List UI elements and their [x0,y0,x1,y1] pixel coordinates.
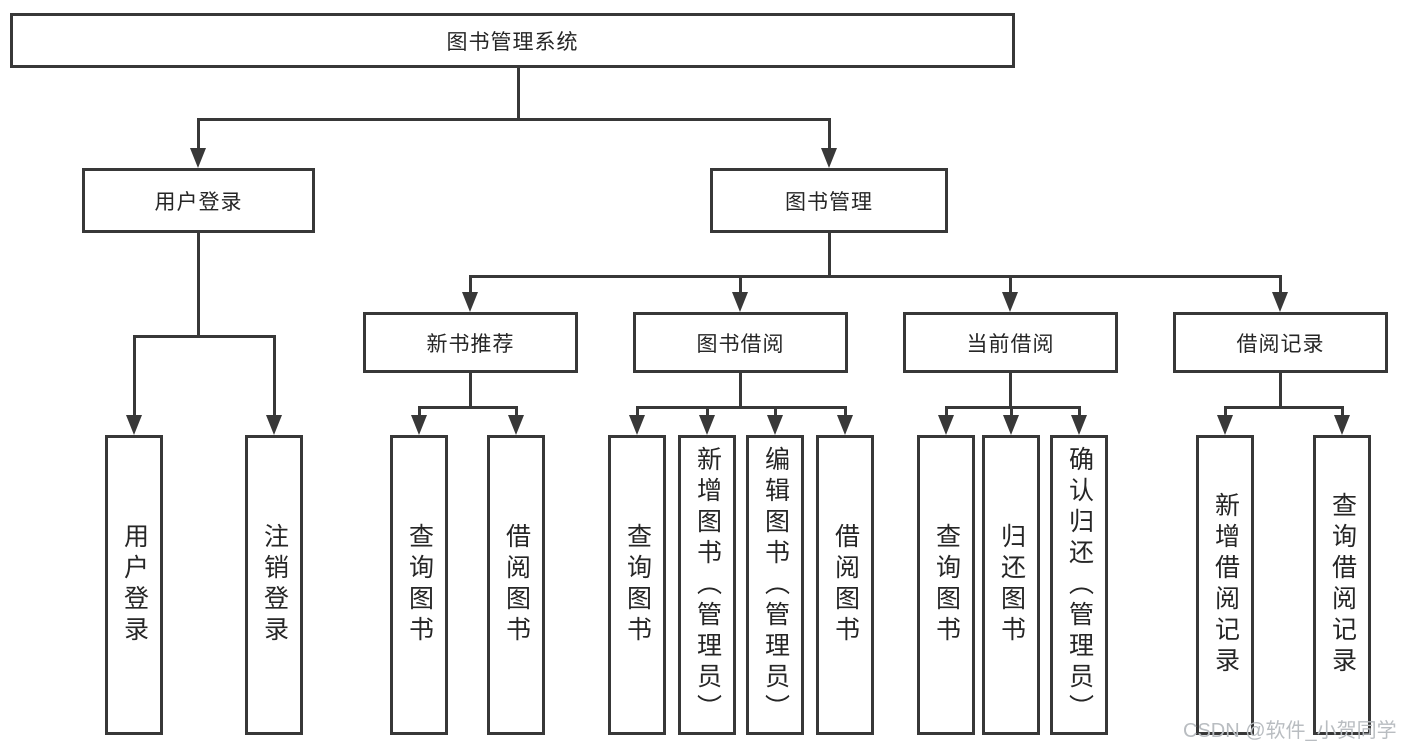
connector-line [133,335,276,338]
arrow-down-icon [629,415,645,435]
leaf-label: 编辑图书（管理员） [761,445,790,725]
arrow-down-icon [462,292,478,312]
leaf-borrow-books-borrowing: 借阅图书 [816,435,874,735]
connector-line [706,406,709,417]
node-book-management: 图书管理 [710,168,948,233]
connector-line [515,406,518,417]
connector-line [945,406,948,417]
arrow-down-icon [732,292,748,312]
arrow-down-icon [938,415,954,435]
leaf-label: 借阅图书 [831,523,860,647]
leaf-add-books-admin: 新增图书（管理员） [678,435,736,735]
node-current-borrowing: 当前借阅 [903,312,1118,373]
arrow-down-icon [821,148,837,168]
node-label: 图书管理 [785,190,873,214]
leaf-label: 归还图书 [997,523,1026,647]
connector-line [1279,373,1282,406]
arrow-down-icon [1071,415,1087,435]
leaf-confirm-return-admin: 确认归还（管理员） [1050,435,1108,735]
leaf-add-borrow-record: 新增借阅记录 [1196,435,1254,735]
leaf-query-books-current: 查询图书 [917,435,975,735]
connector-line [739,275,742,294]
arrow-down-icon [508,415,524,435]
arrow-down-icon [767,415,783,435]
connector-line [133,335,136,416]
node-new-book-recommendation: 新书推荐 [363,312,578,373]
node-label: 新书推荐 [426,332,515,356]
connector-line [774,406,777,417]
connector-line [1078,406,1081,417]
connector-line [469,275,1282,278]
leaf-label: 查询图书 [932,523,961,647]
leaf-label: 新增借阅记录 [1211,492,1240,678]
connector-line [828,118,831,149]
connector-line [844,406,847,417]
connector-line [739,373,742,406]
leaf-borrow-books-recommend: 借阅图书 [487,435,545,735]
connector-line [1009,373,1012,406]
connector-line [1009,275,1012,294]
leaf-label: 新增图书（管理员） [693,445,722,725]
arrow-down-icon [266,415,282,435]
arrow-down-icon [837,415,853,435]
leaf-label: 查询图书 [405,523,434,647]
leaf-label: 注销登录 [260,523,289,647]
arrow-down-icon [126,415,142,435]
node-label: 图书管理系统 [446,30,579,54]
arrow-down-icon [1334,415,1350,435]
arrow-down-icon [1003,415,1019,435]
leaf-label: 查询图书 [623,523,652,647]
connector-line [1010,406,1013,417]
arrow-down-icon [190,148,206,168]
node-library-management-system: 图书管理系统 [10,13,1015,68]
leaf-label: 借阅图书 [502,523,531,647]
leaf-label: 用户登录 [120,523,149,647]
leaf-query-books-recommend: 查询图书 [390,435,448,735]
leaf-return-books: 归还图书 [982,435,1040,735]
connector-line [197,118,831,121]
node-user-login: 用户登录 [82,168,315,233]
arrow-down-icon [699,415,715,435]
node-book-borrowing: 图书借阅 [633,312,848,373]
arrow-down-icon [1002,292,1018,312]
leaf-logout: 注销登录 [245,435,303,735]
connector-line [636,406,847,409]
connector-line [517,68,520,120]
leaf-label: 确认归还（管理员） [1065,445,1094,725]
leaf-label: 查询借阅记录 [1328,492,1357,678]
connector-line [1279,275,1282,294]
connector-line [1224,406,1344,409]
leaf-user-login: 用户登录 [105,435,163,735]
arrow-down-icon [1217,415,1233,435]
connector-line [828,233,831,275]
connector-line [469,373,472,406]
connector-line [418,406,421,417]
connector-line [945,406,1081,409]
node-label: 图书借阅 [696,332,785,356]
node-label: 借阅记录 [1236,332,1325,356]
arrow-down-icon [411,415,427,435]
leaf-query-books-borrowing: 查询图书 [608,435,666,735]
node-borrowing-records: 借阅记录 [1173,312,1388,373]
connector-line [197,233,200,335]
connector-line [469,275,472,294]
connector-line [418,406,518,409]
connector-line [1341,406,1344,417]
arrow-down-icon [1272,292,1288,312]
leaf-edit-books-admin: 编辑图书（管理员） [746,435,804,735]
node-label: 当前借阅 [966,332,1055,356]
connector-line [636,406,639,417]
connector-line [1224,406,1227,417]
node-label: 用户登录 [154,190,243,214]
leaf-query-borrow-record: 查询借阅记录 [1313,435,1371,735]
connector-line [273,335,276,416]
csdn-watermark: CSDN @软件_小贺同学 [1183,720,1397,742]
connector-line [197,118,200,149]
